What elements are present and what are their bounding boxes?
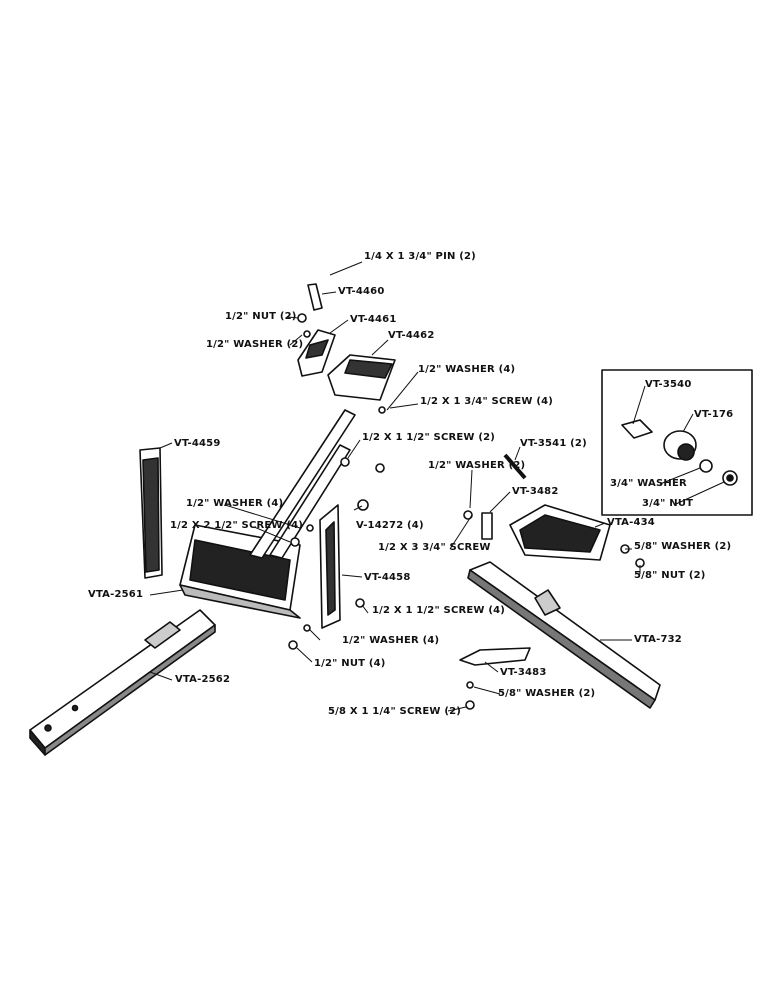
label-vt-176: VT-176	[694, 409, 734, 420]
label-vta-732: VTA-732	[634, 634, 682, 645]
label-washer-5-8-2: 5/8" WASHER (2)	[634, 541, 732, 552]
label-washer-half-4-left: 1/2" WASHER (4)	[186, 498, 284, 509]
label-vt-4462: VT-4462	[388, 330, 435, 341]
bar-vta-732	[469, 561, 661, 701]
label-vt-3541: VT-3541 (2)	[520, 438, 587, 449]
label-washer-5-8-2b: 5/8" WASHER (2)	[498, 688, 596, 699]
label-washer-3-4: 3/4" WASHER	[610, 478, 687, 489]
label-vt-3482: VT-3482	[512, 486, 559, 497]
bar-clamp-2562	[144, 621, 181, 649]
washer-3-4	[699, 459, 713, 473]
label-vt-3540: VT-3540	[645, 379, 692, 390]
label-screw-1-1-2-2: 1/2 X 1 1/2" SCREW (2)	[362, 432, 496, 443]
label-vta-434: VTA-434	[607, 517, 655, 528]
label-nut-3-4: 3/4" NUT	[642, 498, 694, 509]
label-vta-2561: VTA-2561	[88, 589, 144, 600]
pin-vt-4460	[307, 283, 323, 311]
label-nut-5-8-2: 5/8" NUT (2)	[634, 570, 706, 581]
label-washer-half-4-top: 1/2" WASHER (4)	[418, 364, 516, 375]
bolt-vt-3540	[621, 419, 653, 439]
label-washer-half-2: 1/2" WASHER (2)	[206, 339, 304, 350]
label-screw-5-8-1-1-4: 5/8 X 1 1/4" SCREW (2)	[328, 706, 462, 717]
label-screw-2-1-2: 1/2 X 2 1/2" SCREW (4)	[170, 520, 304, 531]
arm-right	[269, 444, 351, 559]
label-vt-4461: VT-4461	[350, 314, 397, 325]
part-vt-3482	[481, 512, 493, 540]
label-v-14272: V-14272 (4)	[356, 520, 424, 531]
label-vta-2562: VTA-2562	[175, 674, 231, 685]
label-nut-half-4: 1/2" NUT (4)	[314, 658, 386, 669]
label-vt-4458: VT-4458	[364, 572, 411, 583]
spring-vt-3541	[503, 453, 527, 480]
label-vt-4459: VT-4459	[174, 438, 221, 449]
bar-clamp-732	[534, 589, 561, 616]
label-screw-3-3-4: 1/2 X 3 3/4" SCREW	[378, 542, 491, 553]
label-vt-3483: VT-3483	[500, 667, 547, 678]
label-washer-half-2-mid: 1/2" WASHER (2)	[428, 460, 526, 471]
label-screw-1-3-4: 1/2 X 1 3/4" SCREW (4)	[420, 396, 554, 407]
label-pin: 1/4 X 1 3/4" PIN (2)	[364, 251, 476, 262]
bracket-vt-3483	[459, 647, 531, 666]
label-washer-half-4-bot: 1/2" WASHER (4)	[342, 635, 440, 646]
label-screw-1-1-2-4: 1/2 X 1 1/2" SCREW (4)	[372, 605, 506, 616]
inset-box	[601, 369, 753, 516]
label-nut-half-2: 1/2" NUT (2)	[225, 311, 297, 322]
label-vt-4460: VT-4460	[338, 286, 385, 297]
leader-lines	[149, 261, 725, 712]
